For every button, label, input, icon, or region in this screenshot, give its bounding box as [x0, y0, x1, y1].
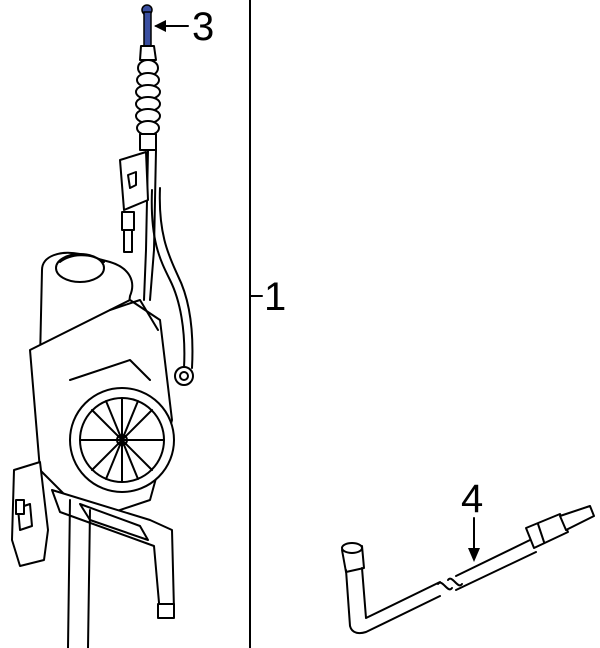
- callout-4-label[interactable]: 4: [461, 477, 483, 521]
- callout-3-label[interactable]: 3: [192, 5, 214, 49]
- callout-4-arrow: [468, 517, 480, 562]
- ground-wire[interactable]: [150, 187, 194, 386]
- mounting-clip[interactable]: [11, 461, 49, 567]
- antenna-tube: [67, 499, 91, 648]
- callout-1-bracket: [249, 0, 263, 648]
- gear-wheel[interactable]: [69, 387, 175, 493]
- callout-1-label[interactable]: 1: [264, 275, 286, 319]
- connector-plug[interactable]: [119, 151, 149, 253]
- mounting-bracket[interactable]: [51, 489, 175, 619]
- callout-3-arrow: [154, 20, 189, 32]
- antenna-mast[interactable]: [135, 4, 161, 301]
- antenna-cable[interactable]: [341, 505, 595, 635]
